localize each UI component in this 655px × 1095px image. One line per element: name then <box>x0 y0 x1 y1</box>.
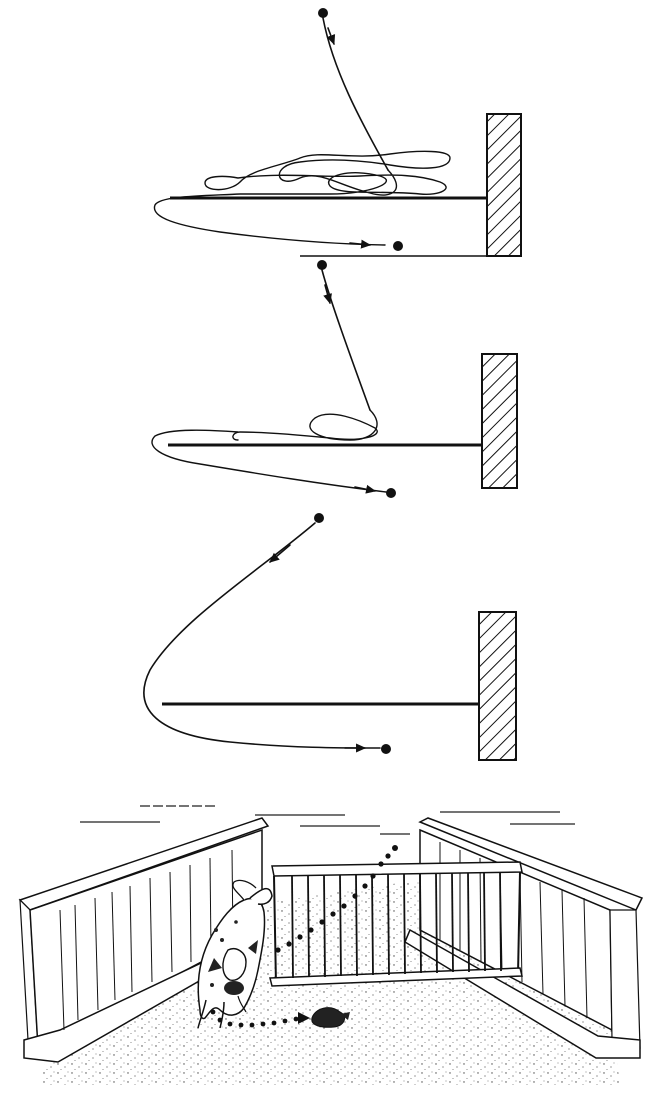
start-dot-3 <box>314 513 324 523</box>
goal-dot-2 <box>386 488 396 498</box>
trial-2-diagram <box>151 260 518 498</box>
food-object <box>311 1007 350 1028</box>
wall-2 <box>481 353 518 489</box>
path-detour-3 <box>143 522 381 749</box>
wall-3 <box>478 611 517 761</box>
start-dot-2 <box>317 260 327 270</box>
goal-dot-1 <box>393 241 403 251</box>
path-loops-1 <box>153 150 451 246</box>
dog-figure <box>197 879 273 1029</box>
path-loops-2 <box>151 409 387 493</box>
goal-dot-3 <box>381 744 391 754</box>
arrow-2b <box>354 484 377 494</box>
dog-path-dots <box>210 845 398 1028</box>
arrow-2a <box>323 284 332 305</box>
start-dot-1 <box>318 8 328 18</box>
arrow-1a <box>326 27 336 46</box>
path-end-arrow <box>298 1012 310 1024</box>
trial-1-diagram <box>153 8 522 257</box>
sky-lines <box>80 805 575 835</box>
arrow-3a <box>269 544 291 563</box>
left-fence <box>18 817 270 1063</box>
path-approach-2 <box>321 269 371 411</box>
dog-detour-scene <box>18 805 644 1085</box>
trial-3-diagram <box>143 513 517 761</box>
barred-barrier <box>269 861 523 987</box>
arrow-1b <box>349 239 372 249</box>
wall-1 <box>486 113 522 257</box>
